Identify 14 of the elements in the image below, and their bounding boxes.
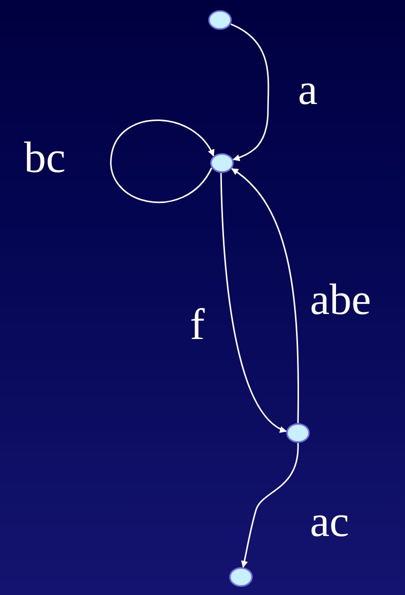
arrow (231, 168, 299, 423)
self-loop-arrow (110, 120, 214, 203)
state-circle (286, 423, 310, 443)
state-circle (208, 10, 232, 30)
edge-label: a (298, 68, 318, 112)
arrow (220, 172, 287, 432)
state-circle (210, 153, 234, 173)
edge-label: ac (310, 500, 350, 544)
edge-label: f (190, 303, 205, 347)
state-circle (229, 567, 253, 587)
edge-label: bc (24, 136, 66, 180)
arrow (230, 24, 270, 161)
edge-label: abe (310, 278, 372, 322)
arrow (241, 442, 299, 568)
